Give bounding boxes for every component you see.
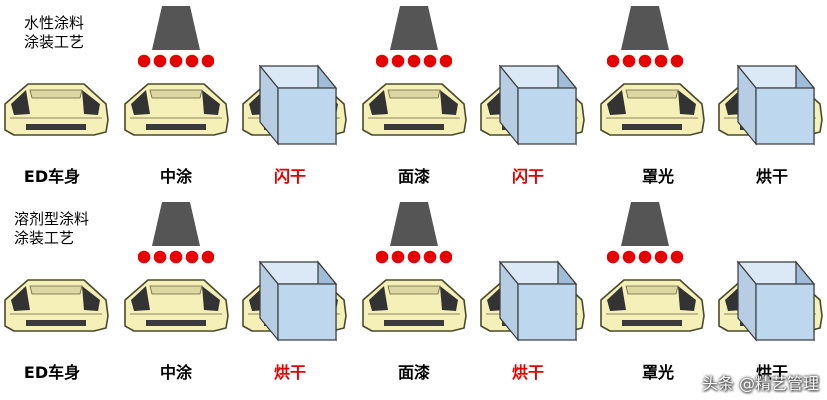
car-body-icon xyxy=(362,279,467,332)
spray-gun-icon xyxy=(390,202,438,246)
step-label-clearcoat: 罩光 xyxy=(641,167,674,186)
paint-spray-dots-icon xyxy=(138,54,214,68)
step-label-clearcoat: 罩光 xyxy=(641,363,674,382)
step-label-bake: 烘干 xyxy=(755,363,788,382)
process-title-waterborne: 水性涂料 涂装工艺 xyxy=(24,14,85,51)
car-body-icon xyxy=(362,83,467,136)
car-body-icon xyxy=(124,279,229,332)
drying-oven-icon xyxy=(737,65,815,145)
watermark: 头条 @精艺管理 xyxy=(701,374,819,393)
spray-gun-icon xyxy=(152,6,200,50)
car-body-icon xyxy=(4,83,109,136)
drying-oven-icon xyxy=(499,261,577,341)
step-label-flash-off: 闪干 xyxy=(511,167,544,186)
step-label-topcoat: 面漆 xyxy=(397,363,430,382)
spray-gun-icon xyxy=(621,6,669,50)
step-label-ed-body: ED车身 xyxy=(23,363,81,382)
step-label-ed-body: ED车身 xyxy=(23,167,81,186)
paint-spray-dots-icon xyxy=(376,54,452,68)
step-label-bake: 烘干 xyxy=(273,363,306,382)
step-label-bake: 烘干 xyxy=(511,363,544,382)
step-label-flash-off: 闪干 xyxy=(273,167,306,186)
step-label-topcoat: 面漆 xyxy=(397,167,430,186)
step-label-primer: 中涂 xyxy=(159,363,192,382)
paint-spray-dots-icon xyxy=(138,250,214,264)
car-body-icon xyxy=(124,83,229,136)
spray-gun-icon xyxy=(152,202,200,246)
car-body-icon xyxy=(600,83,705,136)
step-label-bake: 烘干 xyxy=(755,167,788,186)
spray-gun-icon xyxy=(390,6,438,50)
step-label-primer: 中涂 xyxy=(159,167,192,186)
car-body-icon xyxy=(600,279,705,332)
paint-spray-dots-icon xyxy=(607,54,683,68)
paint-spray-dots-icon xyxy=(607,250,683,264)
drying-oven-icon xyxy=(259,65,337,145)
spray-gun-icon xyxy=(621,202,669,246)
drying-oven-icon xyxy=(737,261,815,341)
drying-oven-icon xyxy=(499,65,577,145)
car-body-icon xyxy=(4,279,109,332)
process-title-solventborne: 溶剂型涂料 涂装工艺 xyxy=(14,210,90,247)
drying-oven-icon xyxy=(259,261,337,341)
paint-spray-dots-icon xyxy=(376,250,452,264)
